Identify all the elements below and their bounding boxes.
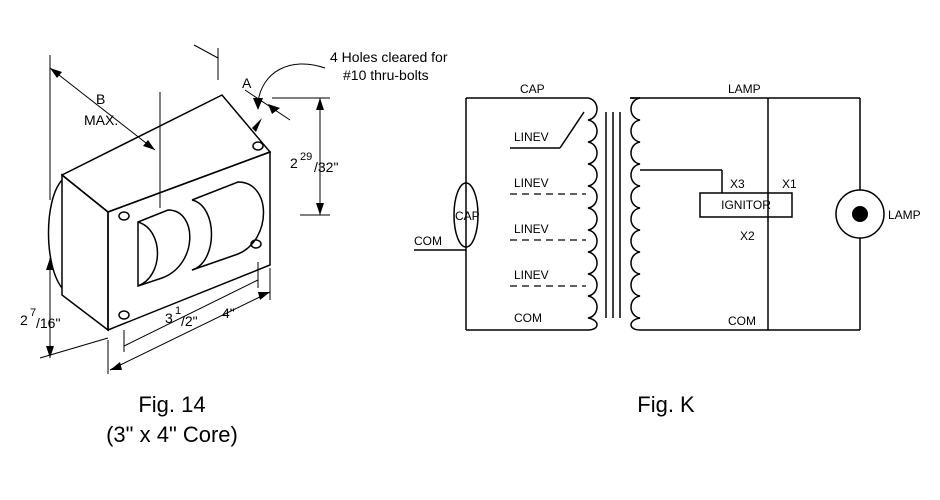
dim-length: 4"	[222, 305, 235, 321]
label-x3: X3	[730, 177, 745, 191]
dim-s-arrow-top	[46, 258, 54, 270]
dim-h-arrow-bot	[316, 203, 324, 215]
dim-l-arrow-r	[258, 292, 270, 300]
dim-side-den: /16"	[36, 315, 60, 331]
label-cap-element: CAP	[455, 209, 480, 223]
dim-core-whole: 3	[165, 310, 173, 326]
primary-coil	[587, 97, 598, 331]
dim-l-line	[109, 291, 271, 371]
coil-left-arc	[137, 221, 159, 287]
ballast-end-curve	[47, 179, 63, 289]
tap-1-switch	[559, 111, 585, 149]
dim-side-whole: 2	[20, 312, 28, 328]
dim-core-den: /2"	[181, 313, 198, 329]
label-com-bottom-left: COM	[514, 311, 542, 325]
lamp-filament	[852, 206, 868, 222]
secondary-coil	[630, 97, 641, 331]
wiring-schematic: CAP LAMP LINEV LINEV LINEV LINEV COM COM…	[414, 82, 921, 417]
fig14-caption: Fig. 14	[138, 392, 205, 417]
holes-callout-line2: #10 thru-bolts	[343, 67, 429, 83]
label-cap-top: CAP	[520, 82, 545, 96]
dim-height-whole: 2	[290, 155, 298, 171]
coil-left	[137, 209, 191, 288]
dim-c-line	[123, 279, 259, 347]
ignitor-box	[699, 192, 793, 218]
mount-hole-2	[252, 141, 264, 151]
dim-height-num: 29	[300, 151, 312, 163]
label-b: B	[96, 91, 105, 107]
capacitor-element	[453, 182, 479, 248]
dim-s-arrow-bot	[46, 346, 54, 358]
dim-s-ext	[39, 337, 109, 359]
label-lamp-top: LAMP	[728, 82, 761, 96]
ballast-drawing: 4 Holes cleared for #10 thru-bolts A B M…	[20, 44, 448, 447]
label-tap-1: LINEV	[514, 130, 549, 144]
label-ignitor: IGNITOR	[721, 198, 771, 212]
dim-a-arrow	[252, 118, 262, 132]
dim-b-line	[49, 67, 156, 151]
label-tap-2: LINEV	[514, 176, 549, 190]
dim-b-arrow-2	[143, 140, 155, 150]
label-com-bottom-right: COM	[728, 314, 756, 328]
dim-side-num: 7	[30, 307, 36, 319]
label-x1: X1	[782, 177, 797, 191]
mount-hole-4	[250, 239, 262, 249]
holes-callout-arc	[257, 63, 326, 103]
dim-core-num: 1	[175, 305, 181, 317]
coil-right	[191, 181, 265, 271]
label-tap-3: LINEV	[514, 222, 549, 236]
lamp-symbol	[835, 189, 885, 239]
label-com-left: COM	[414, 234, 442, 248]
dim-b-arrow-1	[50, 68, 62, 78]
fig14-subcaption: (3" x 4" Core)	[106, 422, 238, 447]
mount-hole-1	[118, 211, 130, 221]
label-a: A	[242, 75, 252, 91]
coil-right-arc	[191, 199, 213, 271]
mount-hole-3	[118, 310, 130, 320]
holes-callout-arrow	[253, 98, 263, 110]
holes-callout-line1: 4 Holes cleared for	[330, 49, 448, 65]
dim-a-arrow-2	[268, 104, 280, 114]
label-tap-4: LINEV	[514, 268, 549, 282]
dim-a-line	[244, 89, 291, 121]
label-max: MAX.	[84, 112, 118, 128]
ballast-side-face	[61, 173, 109, 332]
dim-height-den: /32"	[314, 159, 338, 175]
label-x2: X2	[740, 229, 755, 243]
dim-l-arrow-l	[110, 362, 122, 370]
dim-a-leader	[193, 44, 219, 59]
dim-h-arrow-top	[316, 98, 324, 110]
label-lamp-right: LAMP	[888, 208, 921, 222]
figK-caption: Fig. K	[637, 392, 695, 417]
